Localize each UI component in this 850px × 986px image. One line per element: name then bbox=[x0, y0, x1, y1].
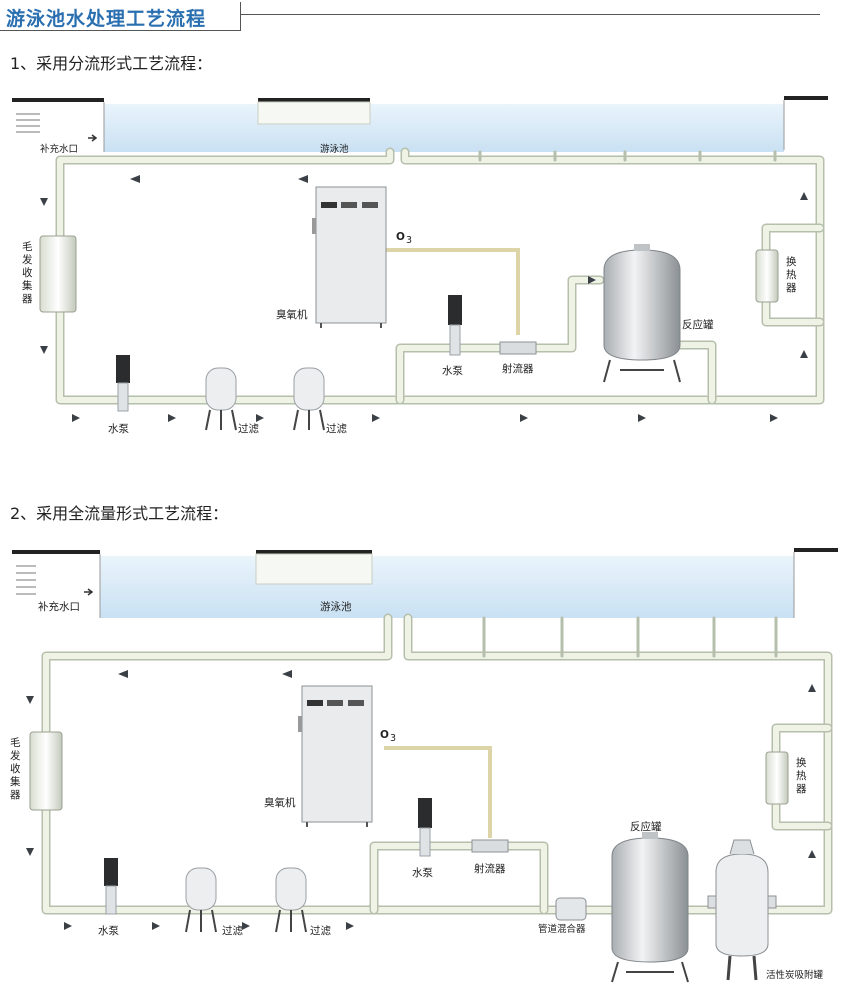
vertical-label-char: 器 bbox=[22, 293, 33, 305]
flow-arrows bbox=[40, 175, 808, 422]
ozone-generator bbox=[312, 186, 387, 328]
heat-exchanger bbox=[765, 751, 789, 805]
sand-filter-1 bbox=[205, 367, 237, 431]
vertical-label-char: 热 bbox=[786, 268, 797, 281]
ozone-generator bbox=[298, 685, 373, 827]
deck-edge bbox=[258, 98, 370, 102]
header-rule bbox=[240, 14, 820, 15]
circulation-pump bbox=[104, 858, 118, 915]
section1-title: 1、采用分流形式工艺流程： bbox=[10, 54, 213, 73]
vertical-label-char: 发 bbox=[10, 749, 21, 762]
o3-label: O bbox=[380, 729, 389, 741]
deck-edge bbox=[784, 96, 828, 100]
o3-subscript: 3 bbox=[406, 235, 412, 246]
hair-label-text: 毛发收集器 bbox=[10, 737, 21, 801]
o3-subscript: 3 bbox=[390, 733, 396, 744]
flow-arrows bbox=[26, 670, 816, 930]
sand-filter-2 bbox=[293, 367, 325, 431]
hair-label-text: 毛发收集器 bbox=[22, 241, 33, 305]
heat-label: 换热器 bbox=[786, 255, 797, 294]
filter2-label: 过滤 bbox=[310, 924, 331, 937]
pool-structure: 补充水口 游泳池 bbox=[12, 548, 838, 618]
makeup-label: 补充水口 bbox=[38, 600, 80, 613]
header-title: 游泳池水处理工艺流程 bbox=[6, 8, 207, 30]
reactor-label: 反应罐 bbox=[630, 820, 662, 833]
vertical-label-char: 毛 bbox=[10, 737, 21, 749]
reactor-tank bbox=[603, 244, 681, 383]
small-pump-label: 水泵 bbox=[442, 365, 463, 377]
pipe-network bbox=[41, 613, 833, 915]
main-pump-label: 水泵 bbox=[98, 925, 119, 937]
vertical-label-char: 集 bbox=[10, 775, 21, 788]
header-underline bbox=[0, 30, 241, 31]
pool-structure: 补充水口 游泳池 bbox=[12, 96, 828, 155]
ozone-line bbox=[385, 248, 520, 335]
hair-label: 毛发收集器 bbox=[22, 241, 33, 305]
sand-filter-1 bbox=[185, 867, 217, 933]
carbon-label: 活性炭吸附罐 bbox=[766, 969, 824, 981]
hair-label: 毛发收集器 bbox=[10, 737, 21, 801]
filter2-label: 过滤 bbox=[326, 422, 347, 435]
reactor-label: 反应罐 bbox=[682, 318, 714, 331]
small-pump-label: 水泵 bbox=[412, 867, 433, 879]
o3-label: O bbox=[396, 231, 405, 243]
vertical-label-char: 毛 bbox=[22, 241, 33, 253]
pipe-network bbox=[55, 147, 825, 405]
hair-collector bbox=[39, 235, 77, 313]
vertical-label-char: 热 bbox=[796, 769, 807, 782]
booster-pump bbox=[448, 295, 462, 356]
section1-diagram: 补充水口 游泳池 O 3 毛发收集器 臭氧机 bbox=[12, 96, 828, 435]
ozone-label: 臭氧机 bbox=[276, 308, 308, 321]
deck-edge bbox=[12, 98, 104, 102]
pool-water bbox=[104, 104, 784, 152]
hair-collector bbox=[29, 731, 63, 811]
pool-label: 游泳池 bbox=[320, 600, 352, 613]
vertical-label-char: 器 bbox=[786, 282, 797, 294]
booster-pump bbox=[418, 798, 432, 857]
vertical-label-char: 换 bbox=[786, 255, 797, 268]
vertical-label-char: 收 bbox=[22, 266, 33, 279]
pipe-mixer bbox=[555, 897, 587, 921]
section2-title: 2、采用全流量形式工艺流程： bbox=[10, 504, 229, 523]
section2-diagram: 补充水口 游泳池 O 3 毛发收集器 臭氧机 水泵 射流器 bbox=[10, 548, 838, 983]
heat-label-text: 换热器 bbox=[796, 756, 807, 795]
heat-label-text: 换热器 bbox=[786, 255, 797, 294]
mixer-label: 管道混合器 bbox=[538, 923, 586, 935]
vertical-label-char: 集 bbox=[22, 279, 33, 292]
ejector bbox=[499, 341, 537, 355]
vertical-label-char: 收 bbox=[10, 762, 21, 775]
makeup-label: 补充水口 bbox=[40, 143, 78, 155]
vertical-label-char: 器 bbox=[10, 789, 21, 801]
carbon-filter-tank bbox=[707, 839, 777, 981]
sand-filter-2 bbox=[275, 867, 307, 933]
vertical-label-char: 器 bbox=[796, 783, 807, 795]
heat-label: 换热器 bbox=[796, 756, 807, 795]
vertical-label-char: 发 bbox=[22, 253, 33, 266]
ejector-label: 射流器 bbox=[502, 362, 534, 375]
main-pump-label: 水泵 bbox=[108, 423, 129, 435]
circulation-pump bbox=[116, 355, 130, 412]
reactor-tank bbox=[611, 832, 689, 983]
ozone-line bbox=[384, 746, 492, 838]
makeup-water-inlet bbox=[16, 113, 40, 133]
header-divider bbox=[240, 2, 241, 30]
ozone-label: 臭氧机 bbox=[264, 796, 296, 809]
ejector-label: 射流器 bbox=[474, 862, 506, 875]
pool-label: 游泳池 bbox=[320, 143, 349, 155]
filter1-label: 过滤 bbox=[238, 422, 259, 435]
vertical-label-char: 换 bbox=[796, 756, 807, 769]
ejector bbox=[471, 839, 509, 853]
heat-exchanger bbox=[755, 249, 779, 303]
filter1-label: 过滤 bbox=[222, 924, 243, 937]
